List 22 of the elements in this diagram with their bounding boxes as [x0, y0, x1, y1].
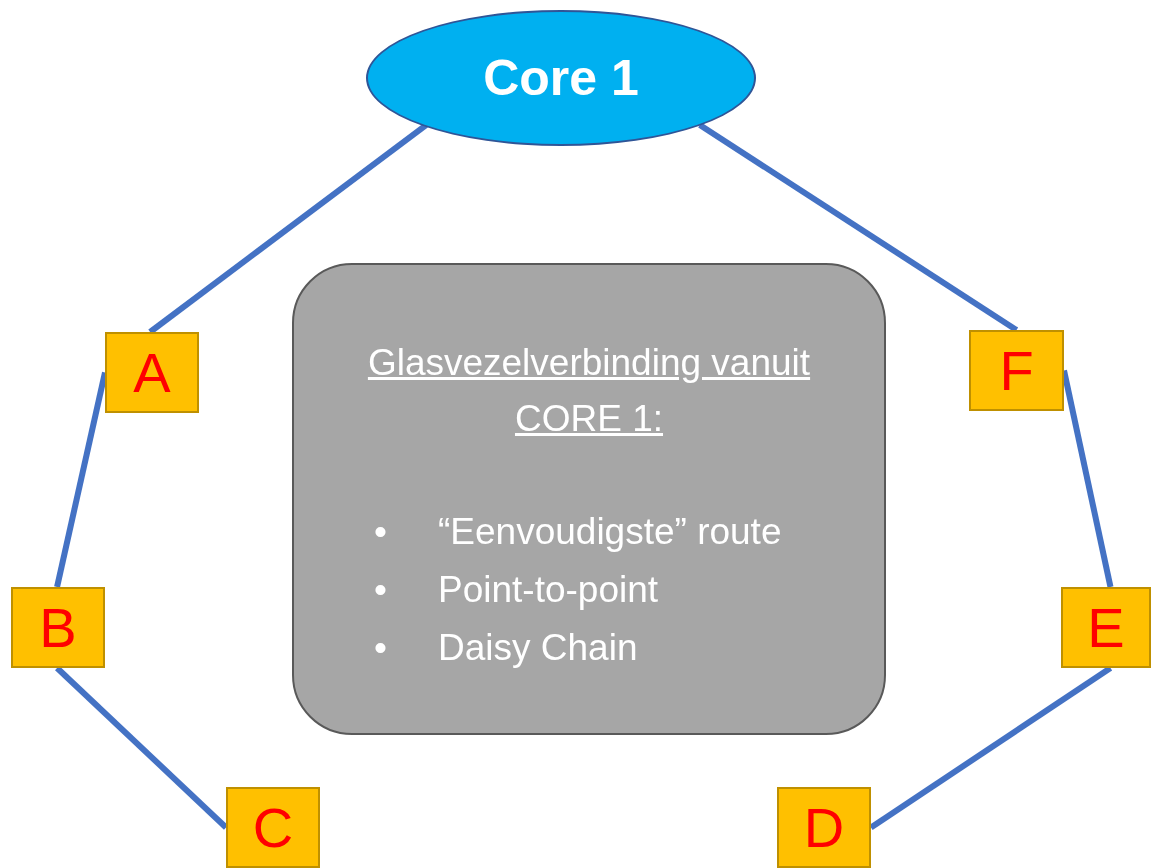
node-letter: F [999, 342, 1034, 399]
connector-line [698, 122, 1019, 333]
bullet-item: Daisy Chain [438, 626, 638, 670]
node-label: Core 1 [483, 49, 639, 107]
node-letter: C [252, 799, 294, 856]
node-letter: B [39, 599, 77, 656]
node-box [226, 787, 320, 868]
bullet-item: Point-to-point [438, 568, 659, 612]
node-box [1061, 587, 1151, 668]
panel-heading: Glasvezelverbinding vanuit CORE 1: [366, 341, 812, 441]
node-letter: D [803, 799, 845, 856]
node-box [105, 332, 199, 413]
bullet-mark: • [374, 568, 388, 612]
bullet-item: “Eenvoudigste” route [438, 510, 782, 554]
bullet-mark: • [374, 510, 388, 554]
bullet-mark: • [374, 626, 388, 670]
node-box [11, 587, 105, 668]
node-letter: A [133, 344, 171, 401]
node-box [777, 787, 871, 868]
info-panel [292, 263, 886, 735]
node-box [969, 330, 1064, 411]
node-letter: E [1087, 599, 1125, 656]
